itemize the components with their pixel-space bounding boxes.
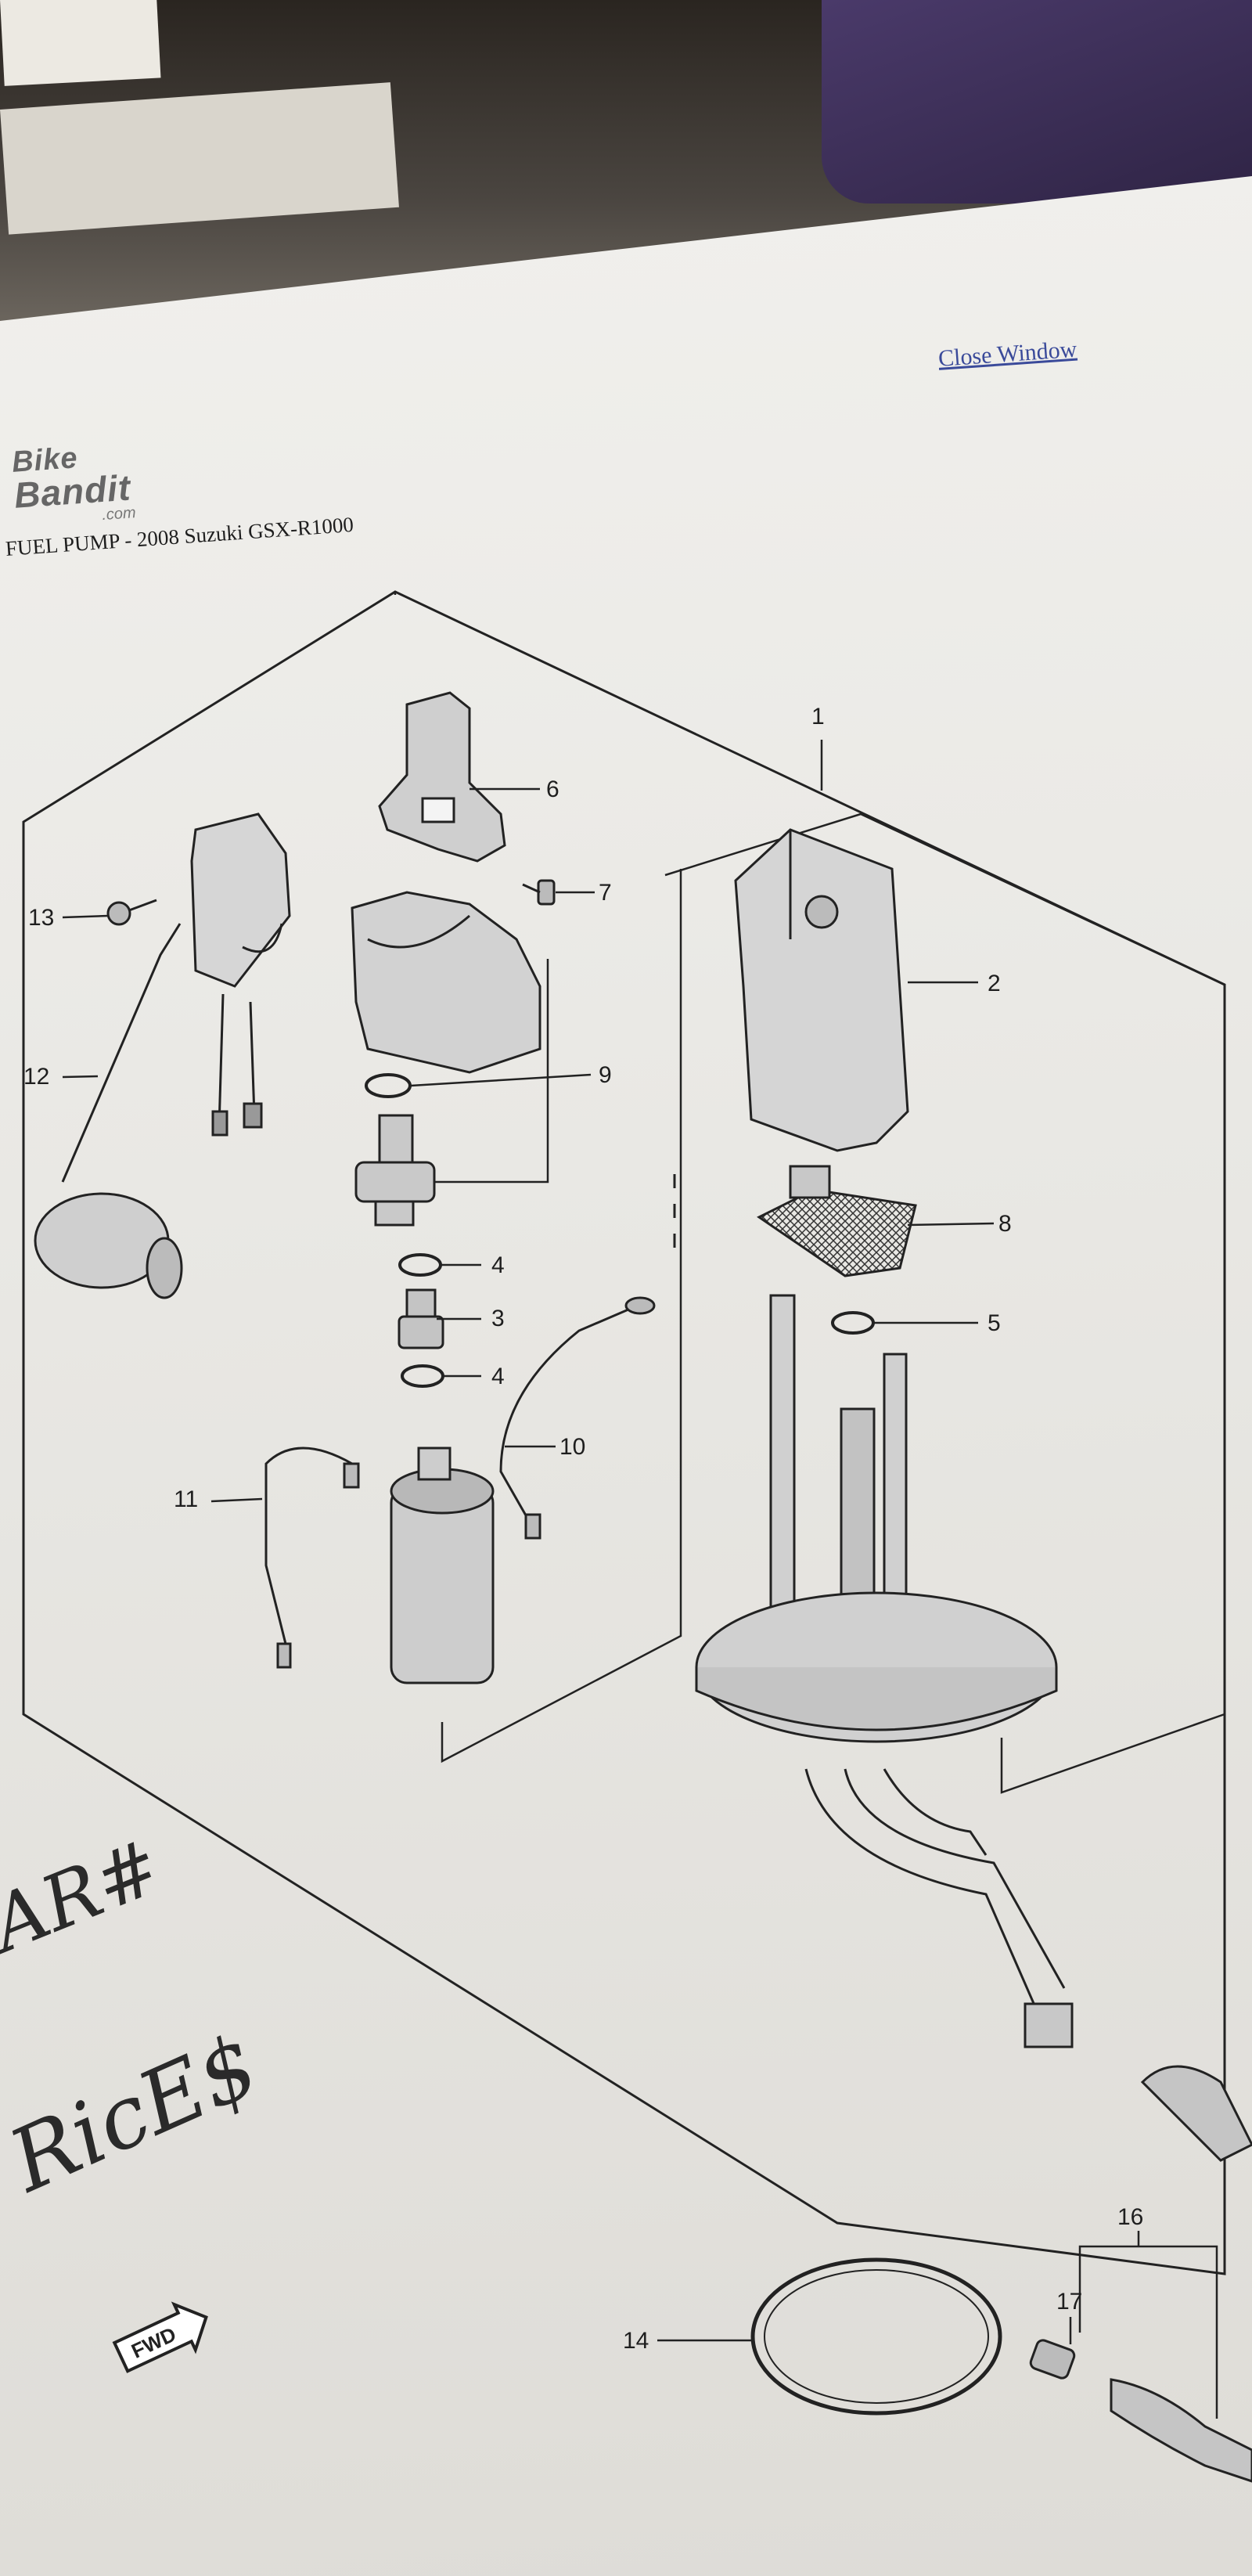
part-13-screw [106, 899, 157, 926]
callout-1: 1 [811, 704, 825, 730]
part-9-o-ring [365, 1073, 412, 1098]
pressure-regulator [354, 1114, 436, 1227]
part-6-bracket [378, 691, 506, 863]
part-10-wire [499, 1296, 656, 1540]
part-4-o-ring-bottom [401, 1364, 444, 1388]
fwd-arrow-badge: FWD [112, 2301, 208, 2373]
part-7-screw [522, 879, 556, 906]
callout-9: 9 [599, 1062, 612, 1088]
leader-lines [62, 740, 1218, 2419]
callout-4-bottom: 4 [491, 1364, 505, 1389]
part-5-o-ring [831, 1311, 875, 1335]
callout-6: 6 [546, 776, 559, 802]
handwritten-part-number: AR# [0, 1822, 173, 1971]
part-4-o-ring-top [398, 1253, 442, 1277]
part-11-wire [264, 1447, 360, 1669]
callout-5: 5 [988, 1310, 1001, 1336]
callout-11: 11 [174, 1486, 198, 1512]
inner-box-left [394, 592, 682, 1764]
fuel-line-fitting [1140, 2065, 1252, 2162]
part-8-filter [757, 1165, 917, 1277]
callout-13: 13 [28, 905, 54, 931]
fuel-pump-plate [695, 1294, 1058, 1743]
callout-7: 7 [599, 880, 612, 906]
callout-14: 14 [623, 2328, 649, 2354]
part-3-valve [398, 1288, 444, 1349]
pump-housing [351, 891, 541, 1074]
callout-4-top: 4 [491, 1252, 505, 1278]
fuel-level-sender [190, 812, 291, 1137]
purple-cloth [822, 0, 1252, 204]
callout-3: 3 [491, 1306, 505, 1331]
part-14-gasket [750, 2257, 1002, 2416]
fuel-pump-motor [390, 1447, 495, 1684]
part-17-clip [1029, 2339, 1076, 2380]
callout-2: 2 [988, 971, 1001, 996]
handwritten-price: RicE$ [0, 2015, 272, 2212]
part-12-float-arm [34, 923, 183, 1299]
fuel-hose [804, 1768, 1074, 2048]
callout-10: 10 [559, 1434, 585, 1460]
part-14-gasket-inner [764, 2269, 989, 2404]
part-2-pump-cup [734, 828, 909, 1152]
part-16-hose-assembly [1110, 2378, 1252, 2483]
callout-17: 17 [1056, 2289, 1082, 2315]
callout-12: 12 [23, 1064, 49, 1090]
callout-16: 16 [1117, 2204, 1143, 2230]
inner-box-right [664, 812, 1225, 1794]
callout-8: 8 [998, 1211, 1012, 1237]
